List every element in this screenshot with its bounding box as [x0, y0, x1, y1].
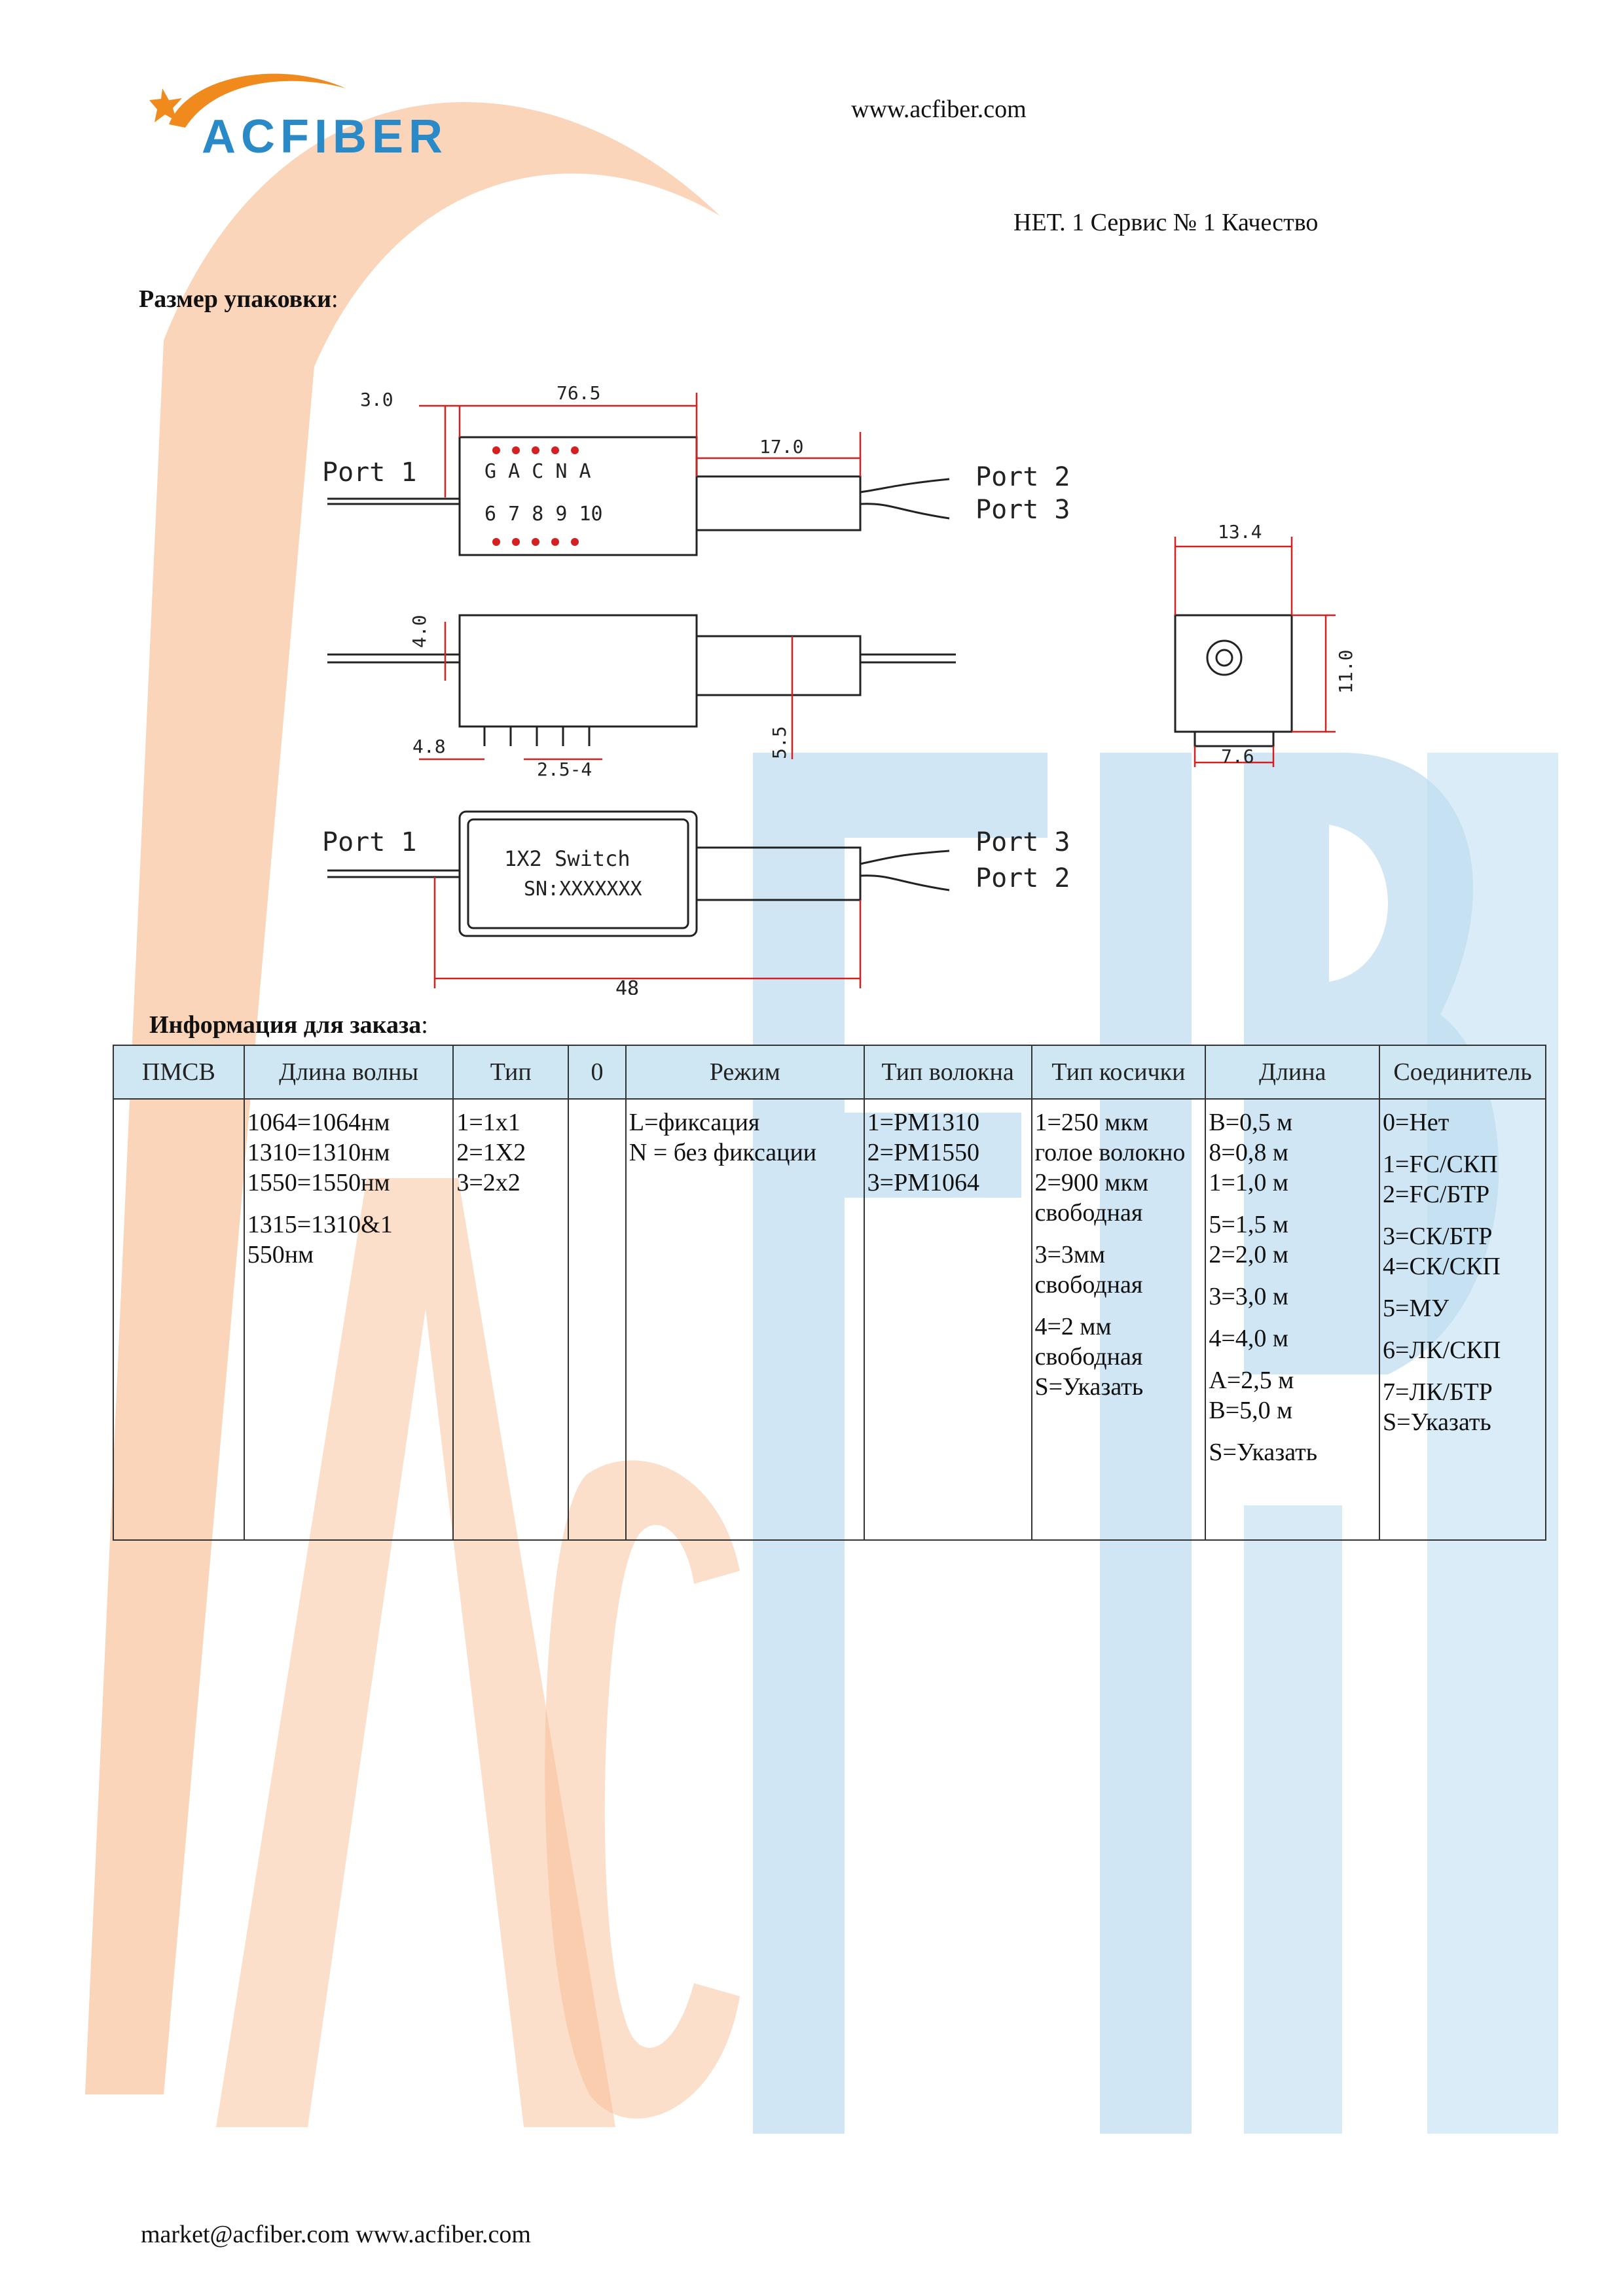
package-dimension-drawing: G A C N A 6 7 8 9 10 3.0 76.5 17.0 Port … [322, 382, 1357, 995]
col-header-pmsv: ПМСВ [113, 1045, 245, 1100]
dim-2-5-4: 2.5-4 [537, 759, 592, 780]
dim-17-0: 17.0 [759, 436, 803, 457]
logo-swoosh-icon [169, 73, 346, 128]
bottom-view: 1X2 Switch SN:XXXXXXX 48 Port 1 Port 3 P… [322, 810, 1070, 995]
col-header-zero: 0 [568, 1045, 627, 1100]
port1-bottom-label: Port 1 [322, 827, 417, 857]
header-url[interactable]: www.acfiber.com [851, 96, 1027, 123]
header-slogan: НЕТ. 1 Сервис № 1 Качество [1013, 209, 1319, 236]
cell-pmsv [113, 1099, 245, 1541]
cell-wavelength: 1064=1064нм 1310=1310нм 1550=1550нм 1315… [243, 1099, 454, 1541]
end-view: 13.4 11.0 7.6 [1174, 521, 1357, 767]
port3-bottom-label: Port 3 [976, 827, 1070, 857]
port1-top-label: Port 1 [322, 457, 417, 488]
dim-3-0: 3.0 [360, 389, 393, 410]
logo-star-icon [149, 88, 182, 122]
package-size-title: Размер упаковки: [139, 285, 338, 313]
port3-top-label: Port 3 [976, 495, 1070, 525]
dim-7-6: 7.6 [1221, 745, 1254, 767]
dim-5-5: 5.5 [769, 726, 790, 759]
cell-type: 1=1x1 2=1X2 3=2x2 [452, 1099, 570, 1541]
port2-top-label: Port 2 [976, 462, 1070, 492]
col-header-mode: Режим [625, 1045, 865, 1100]
switch-label: 1X2 Switch [504, 846, 630, 871]
order-info-table: ПМСВ Длина волны Тип 0 Режим Тип волокна… [113, 1045, 1546, 1541]
cell-fiber-type: 1=PM1310 2=PM1550 3=PM1064 [863, 1099, 1032, 1541]
col-header-connector: Соединитель [1379, 1045, 1546, 1100]
dim-4-0: 4.0 [409, 615, 430, 648]
side-view: 4.0 4.8 2.5-4 5.5 [327, 614, 956, 780]
svg-text:G A C N A: G A C N A [484, 460, 591, 483]
serial-label: SN:XXXXXXX [524, 878, 642, 901]
logo-text: ACFIBER [202, 111, 448, 160]
cell-mode: L=фиксация N = без фиксации [625, 1099, 865, 1541]
col-header-pigtail-type: Тип косички [1030, 1045, 1207, 1100]
dim-76-5: 76.5 [556, 382, 600, 404]
cell-length: B=0,5 м 8=0,8 м 1=1,0 м 5=1,5 м 2=2,0 м … [1205, 1099, 1381, 1541]
table-header-row: ПМСВ Длина волны Тип 0 Режим Тип волокна… [113, 1045, 1546, 1100]
dim-48: 48 [615, 977, 639, 995]
order-info-title: Информация для заказа: [149, 1011, 428, 1039]
cell-connector: 0=Нет 1=FC/СКП 2=FC/БТР 3=СК/БТР 4=СК/СК… [1379, 1099, 1546, 1541]
top-view: G A C N A 6 7 8 9 10 3.0 76.5 17.0 Port … [322, 382, 1070, 556]
col-header-fiber-type: Тип волокна [863, 1045, 1032, 1100]
dim-11-0: 11.0 [1335, 650, 1357, 694]
dim-4-8: 4.8 [412, 736, 446, 757]
cell-zero [568, 1099, 627, 1541]
table-row: 1064=1064нм 1310=1310нм 1550=1550нм 1315… [113, 1099, 1546, 1541]
svg-text:6 7 8 9 10: 6 7 8 9 10 [484, 503, 603, 526]
port2-bottom-label: Port 2 [976, 863, 1070, 893]
col-header-wavelength: Длина волны [243, 1045, 454, 1100]
col-header-type: Тип [452, 1045, 570, 1100]
footer-contact[interactable]: market@acfiber.com www.acfiber.com [141, 2221, 531, 2248]
col-header-length: Длина [1205, 1045, 1381, 1100]
acfiber-logo: ACFIBER [149, 73, 448, 160]
cell-pigtail-type: 1=250 мкм голое волокно 2=900 мкм свобод… [1030, 1099, 1207, 1541]
dim-13-4: 13.4 [1218, 521, 1262, 543]
